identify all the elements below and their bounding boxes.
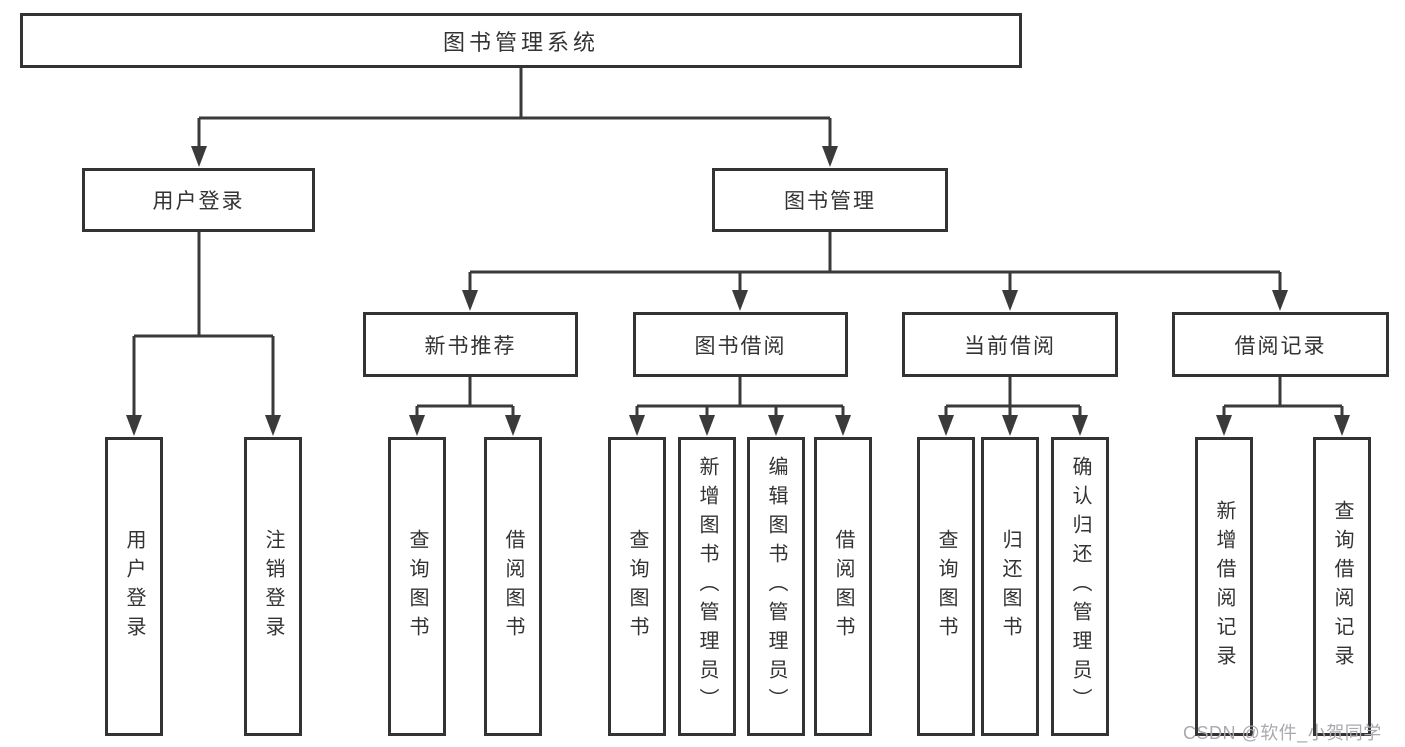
leaf-edit-book-admin: 编辑图书（管理员）: [747, 437, 805, 736]
leaf-query-book-recommend-label: 查询图书: [406, 528, 428, 645]
leaf-add-borrow-record: 新增借阅记录: [1195, 437, 1253, 736]
leaf-confirm-return-admin-label: 确认归还（管理员）: [1069, 456, 1091, 717]
node-current-borrow-label: 当前借阅: [964, 334, 1056, 358]
leaf-logout-label: 注销登录: [262, 528, 284, 645]
node-new-book-recommend: 新书推荐: [363, 312, 578, 377]
node-current-borrow: 当前借阅: [902, 312, 1118, 377]
csdn-watermark: CSDN @软件_小贺同学: [1183, 723, 1382, 743]
node-borrow-record-label: 借阅记录: [1234, 334, 1327, 358]
node-library-system: 图书管理系统: [20, 13, 1022, 68]
node-user-login: 用户登录: [82, 168, 315, 232]
node-book-borrow: 图书借阅: [633, 312, 848, 377]
leaf-return-book: 归还图书: [981, 437, 1039, 736]
leaf-add-borrow-record-label: 新增借阅记录: [1213, 499, 1235, 674]
leaf-borrow-book-recommend-label: 借阅图书: [502, 528, 524, 645]
leaf-user-login-label: 用户登录: [123, 528, 145, 645]
node-borrow-record: 借阅记录: [1172, 312, 1389, 377]
leaf-query-borrow-record-label: 查询借阅记录: [1331, 499, 1353, 674]
leaf-add-book-admin-label: 新增图书（管理员）: [696, 456, 718, 717]
leaf-add-book-admin: 新增图书（管理员）: [678, 437, 736, 736]
leaf-borrow-book-label: 借阅图书: [832, 528, 854, 645]
node-book-management-label: 图书管理: [784, 190, 876, 213]
leaf-query-book-borrow: 查询图书: [608, 437, 666, 736]
leaf-confirm-return-admin: 确认归还（管理员）: [1051, 437, 1109, 736]
leaf-query-borrow-record: 查询借阅记录: [1313, 437, 1371, 736]
node-library-system-label: 图书管理系统: [442, 29, 599, 55]
leaf-query-book-current: 查询图书: [917, 437, 975, 736]
leaf-edit-book-admin-label: 编辑图书（管理员）: [765, 456, 787, 717]
node-book-management: 图书管理: [712, 168, 948, 232]
leaf-logout: 注销登录: [244, 437, 302, 736]
leaf-user-login: 用户登录: [105, 437, 163, 736]
leaf-query-book-borrow-label: 查询图书: [626, 528, 648, 645]
node-book-borrow-label: 图书借阅: [694, 334, 787, 358]
node-new-book-recommend-label: 新书推荐: [424, 334, 517, 358]
leaf-return-book-label: 归还图书: [999, 528, 1021, 645]
node-user-login-label: 用户登录: [152, 190, 245, 213]
leaf-borrow-book-recommend: 借阅图书: [484, 437, 542, 736]
leaf-query-book-recommend: 查询图书: [388, 437, 446, 736]
leaf-borrow-book: 借阅图书: [814, 437, 872, 736]
leaf-query-book-current-label: 查询图书: [935, 528, 957, 645]
